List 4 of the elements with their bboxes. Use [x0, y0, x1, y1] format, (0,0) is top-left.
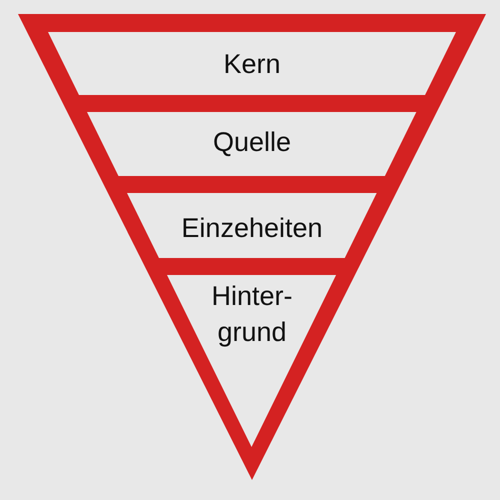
tier-label: Kern — [222, 48, 282, 81]
tier-label: Einzeheiten — [180, 212, 324, 245]
tier-label: Quelle — [212, 126, 292, 159]
tier-label: Hinter- grund — [210, 280, 294, 349]
